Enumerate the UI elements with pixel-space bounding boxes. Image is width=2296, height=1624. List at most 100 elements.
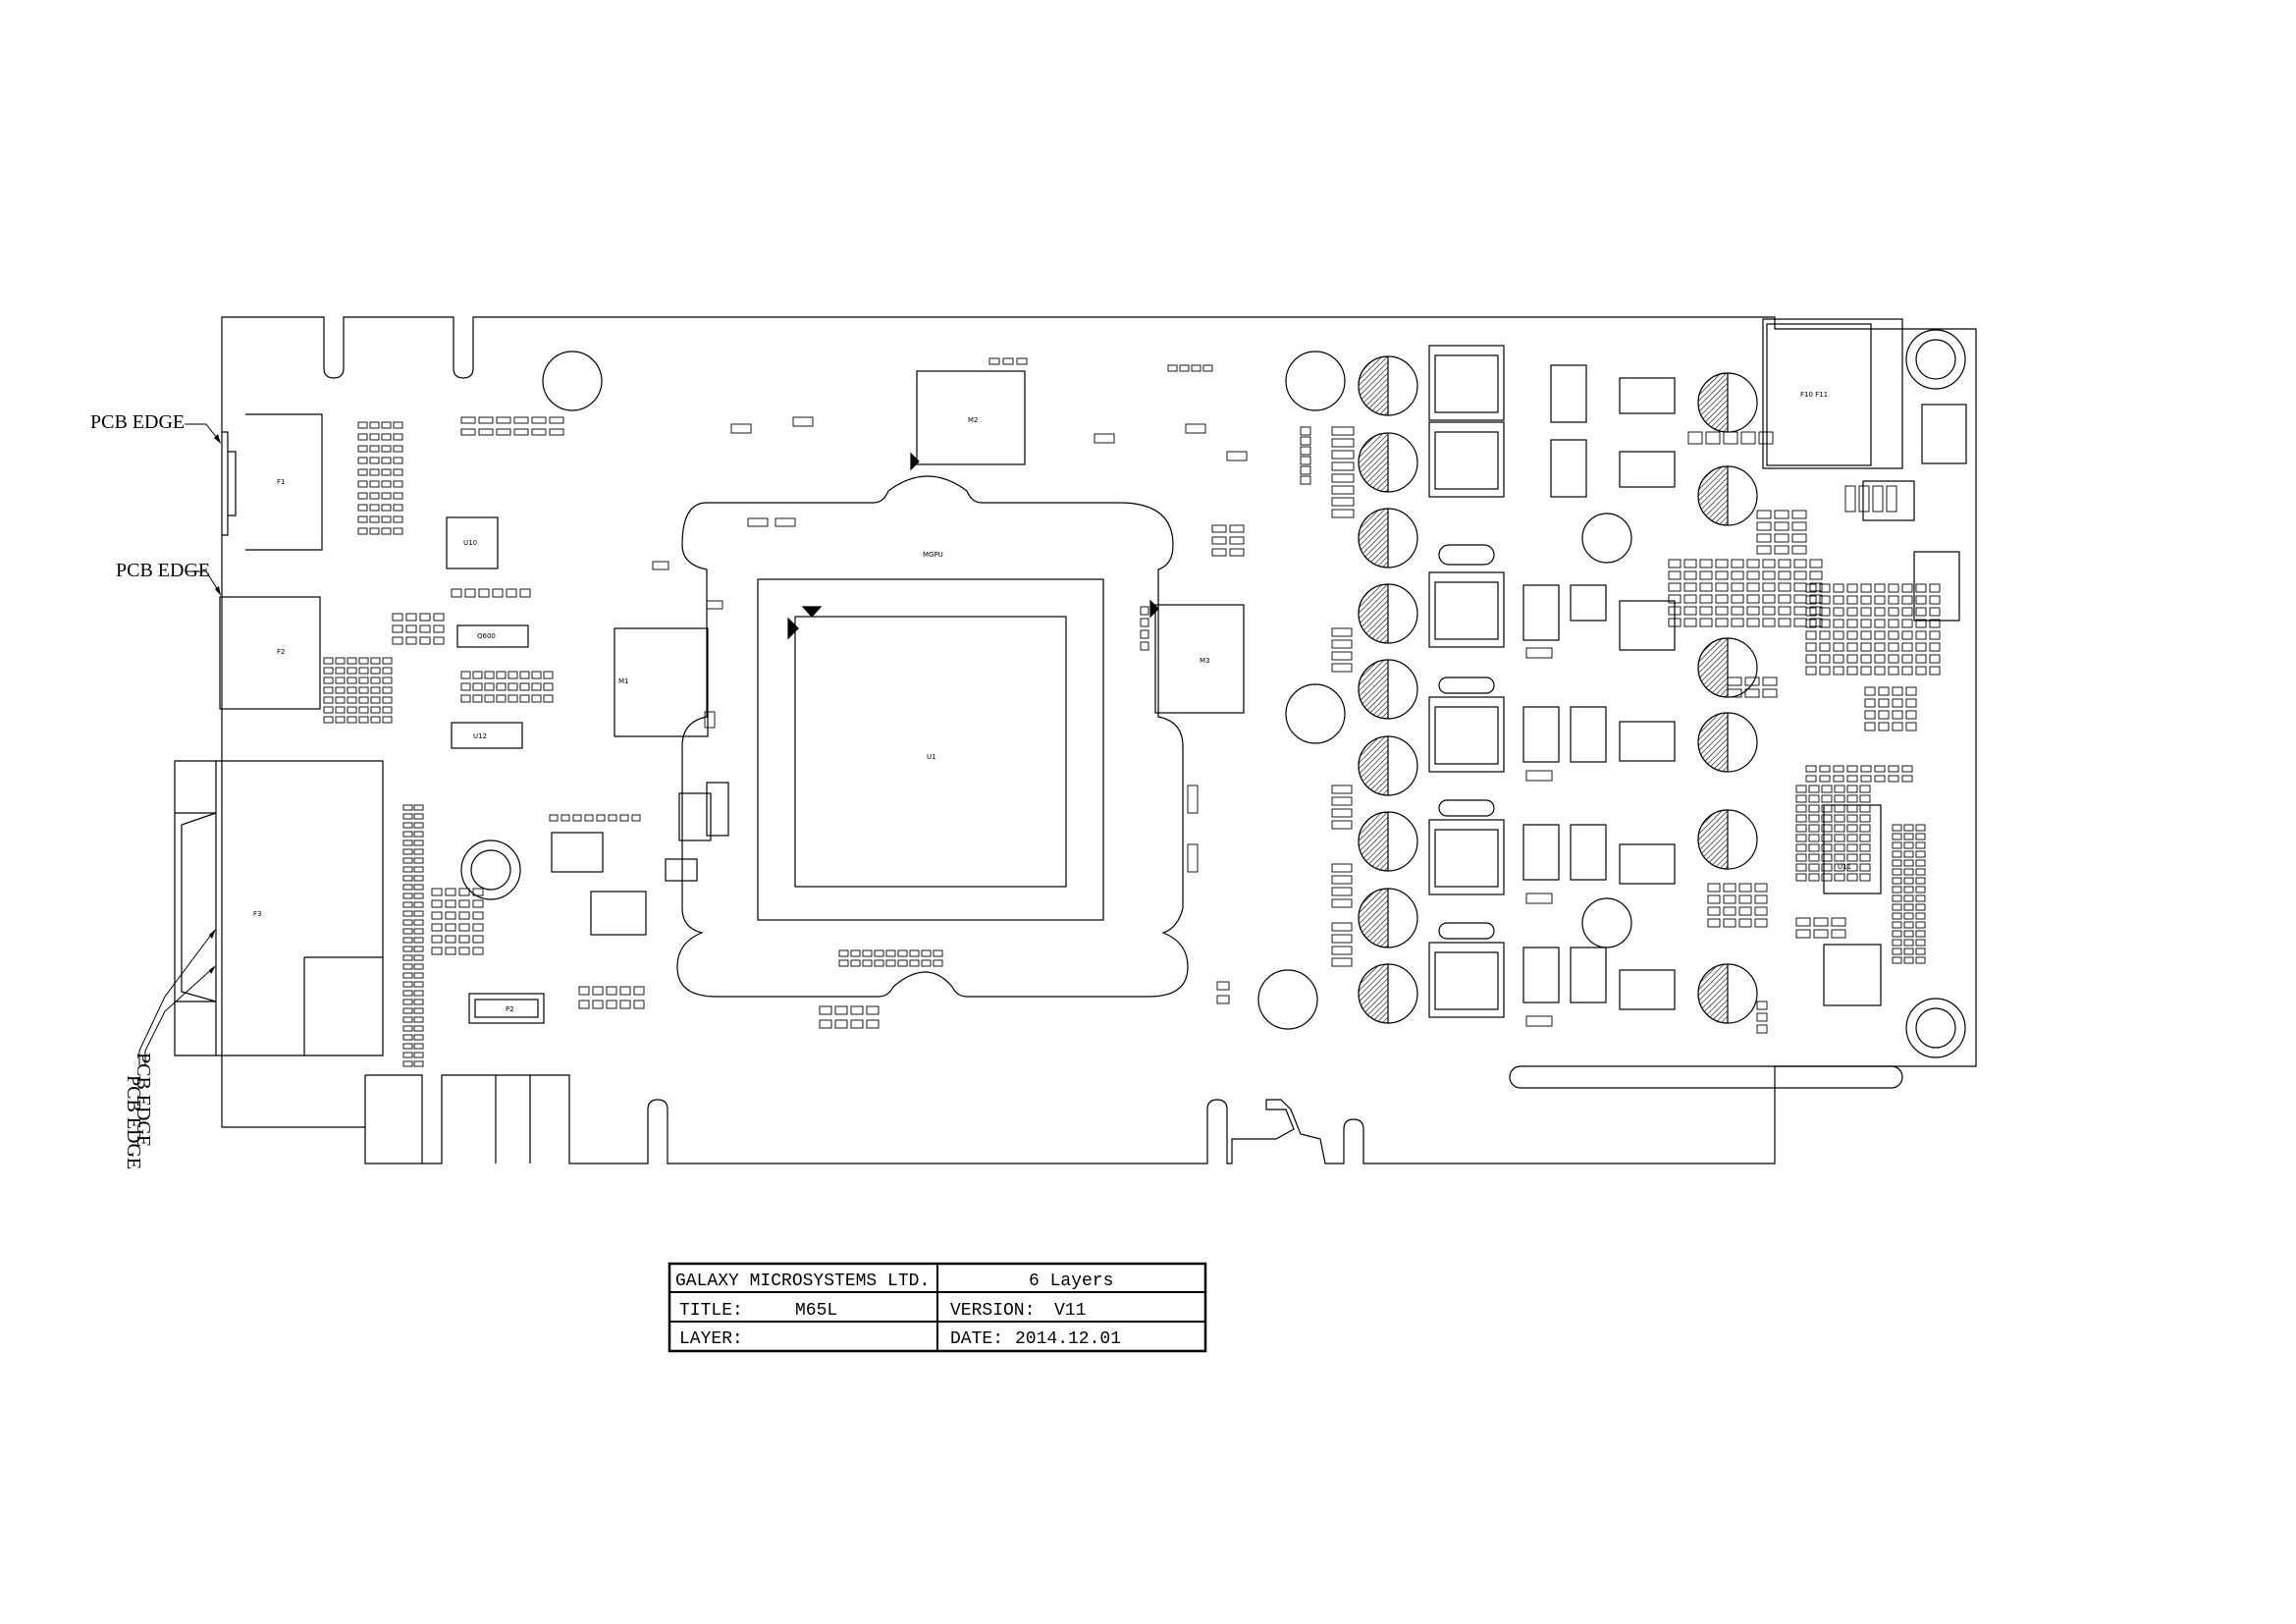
small-connector-right	[1921, 404, 1967, 464]
smd-pad	[1179, 364, 1190, 372]
smd-pad	[897, 959, 908, 967]
gpu-die	[794, 616, 1067, 888]
smd-pad	[1892, 686, 1903, 696]
smd-pad	[381, 492, 392, 500]
smd-pad	[413, 1016, 424, 1023]
smd-pad	[1874, 666, 1886, 676]
smd-pad	[1846, 775, 1858, 783]
smd-pad	[381, 527, 392, 535]
smd-pad	[402, 910, 413, 917]
smd-pad	[1793, 618, 1807, 627]
smd-pad	[1915, 607, 1927, 617]
title-block-title-label: TITLE:	[679, 1301, 743, 1321]
smd-pad	[1331, 887, 1353, 896]
smd-pad	[1140, 606, 1149, 616]
smd-pad	[1795, 804, 1807, 813]
smd-pad	[484, 671, 495, 679]
smd-pad	[1833, 654, 1844, 664]
smd-pad	[402, 1007, 413, 1014]
smd-component-pads	[323, 357, 1941, 1067]
smd-pad	[1668, 582, 1682, 592]
smd-pad	[472, 947, 484, 955]
smd-pad	[1331, 957, 1353, 967]
smd-pad	[402, 946, 413, 952]
smd-pad	[413, 901, 424, 908]
label-vrm-ic: U11	[1838, 863, 1851, 871]
label-mem-top: M2	[968, 416, 979, 424]
smd-pad	[413, 954, 424, 961]
smd-pad	[472, 923, 484, 932]
smd-pad	[1915, 619, 1927, 628]
smd-pad	[1140, 641, 1149, 651]
smd-pad	[1813, 917, 1829, 927]
smd-pad	[1821, 843, 1833, 852]
smd-pad	[1903, 841, 1914, 849]
smd-pad	[1819, 765, 1831, 773]
smd-pad	[419, 613, 431, 622]
smd-pad	[381, 433, 392, 441]
smd-pad	[1903, 894, 1914, 902]
label-mem-right: M3	[1200, 657, 1210, 665]
smd-pad	[921, 949, 932, 957]
smd-pad	[1859, 785, 1871, 793]
smd-pad	[1795, 853, 1807, 862]
smd-pad	[413, 999, 424, 1005]
smd-pad	[706, 600, 723, 610]
smd-pad	[1901, 630, 1913, 640]
connector-f1-outline	[222, 413, 323, 551]
smd-pad	[819, 1019, 832, 1029]
smd-pad	[1892, 841, 1902, 849]
smd-pad	[393, 480, 403, 488]
smd-pad	[519, 588, 531, 598]
smd-pad	[1864, 722, 1876, 731]
smd-pad	[413, 857, 424, 864]
smd-pad	[1819, 595, 1831, 605]
smd-pad	[819, 1005, 832, 1015]
smd-pad	[850, 1005, 864, 1015]
smd-pad	[431, 947, 443, 955]
smd-pad	[413, 937, 424, 944]
smd-pad	[619, 1000, 631, 1009]
smd-pad	[1795, 863, 1807, 872]
smd-pad	[1859, 824, 1871, 833]
smd-pad	[1805, 619, 1817, 628]
smd-pad	[402, 928, 413, 935]
smd-pad	[1727, 677, 1742, 686]
smd-pad	[1715, 594, 1729, 604]
board-outline	[221, 316, 1977, 1164]
smd-pad	[1915, 947, 1926, 955]
smd-pad	[1756, 545, 1772, 555]
smd-pad	[458, 935, 470, 944]
smd-pad	[1892, 850, 1902, 858]
smd-pad	[1331, 934, 1353, 944]
smd-pad	[1886, 485, 1897, 513]
smd-pad	[1331, 946, 1353, 955]
smd-pad	[413, 919, 424, 926]
electrolytic-capacitor	[1697, 372, 1758, 433]
smd-pad	[543, 682, 554, 691]
smd-pad	[1756, 1024, 1768, 1034]
smd-pad	[405, 613, 417, 622]
smd-pad	[1331, 808, 1353, 818]
smd-pad	[402, 1052, 413, 1058]
smd-pad	[1846, 834, 1858, 842]
smd-pad	[1892, 930, 1902, 938]
smd-pad	[358, 696, 369, 704]
smd-pad	[1903, 824, 1914, 832]
smd-pad	[413, 990, 424, 997]
smd-pad	[1331, 785, 1353, 794]
smd-pad	[572, 814, 582, 822]
smd-pad	[1915, 654, 1927, 664]
smd-pad	[1300, 436, 1311, 446]
smd-pad	[496, 682, 507, 691]
smd-pad	[1846, 794, 1858, 803]
ic-mid-left-3	[678, 792, 712, 841]
smd-pad	[1859, 873, 1871, 882]
capacitors-left	[1358, 355, 1418, 1024]
smd-pad	[413, 866, 424, 873]
label-u12: U12	[473, 732, 487, 740]
bracket-tabs	[364, 1074, 531, 1164]
smd-pad	[1844, 485, 1856, 513]
smd-pad	[1819, 654, 1831, 664]
smd-pad	[1331, 627, 1353, 637]
